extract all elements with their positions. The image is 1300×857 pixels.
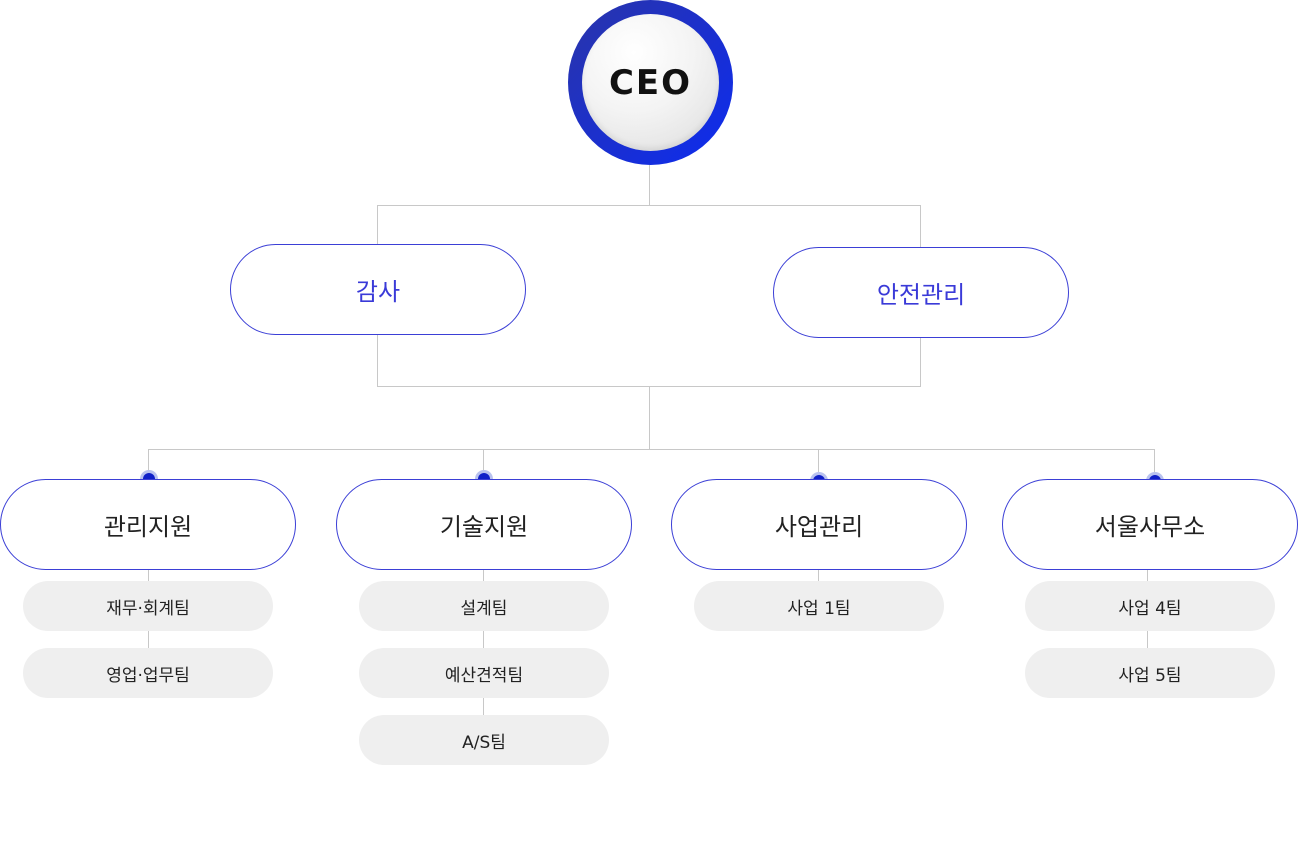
team-label: 재무·회계팀 — [106, 598, 190, 619]
team-finance-accounting: 재무·회계팀 — [23, 581, 273, 631]
dept-label: 기술지원 — [439, 513, 529, 541]
team-label: A/S팀 — [462, 732, 506, 753]
team-label: 예산견적팀 — [444, 665, 524, 686]
dept-seoul-office: 서울사무소 — [1002, 479, 1298, 570]
team-label: 사업 5팀 — [1118, 665, 1182, 686]
ceo-node: CEO — [568, 0, 733, 165]
connector-teams-3 — [818, 569, 819, 582]
connector-top-bar — [377, 205, 921, 206]
team-budget-estimate: 예산견적팀 — [359, 648, 609, 698]
connector-teams-2 — [483, 569, 484, 716]
ceo-inner-circle: CEO — [582, 14, 719, 151]
team-business-4: 사업 4팀 — [1025, 581, 1275, 631]
ceo-label: CEO — [608, 62, 693, 103]
dept-business-management: 사업관리 — [671, 479, 967, 570]
team-label: 설계팀 — [460, 598, 508, 619]
team-business-1: 사업 1팀 — [694, 581, 944, 631]
team-sales-operations: 영업·업무팀 — [23, 648, 273, 698]
team-label: 사업 1팀 — [787, 598, 851, 619]
dept-label: 서울사무소 — [1094, 513, 1206, 541]
team-business-5: 사업 5팀 — [1025, 648, 1275, 698]
unit-safety-label: 안전관리 — [876, 281, 966, 309]
connector-safety-down — [920, 337, 921, 386]
connector-dept-1 — [148, 449, 149, 480]
dept-management-support: 관리지원 — [0, 479, 296, 570]
dept-label: 사업관리 — [774, 513, 864, 541]
dept-technical-support: 기술지원 — [336, 479, 632, 570]
connector-dept-bar — [148, 449, 1155, 450]
connector-dept-3 — [818, 449, 819, 480]
dept-label: 관리지원 — [103, 513, 193, 541]
connector-to-audit — [377, 205, 378, 245]
connector-dept-2 — [483, 449, 484, 480]
connector-mid-down — [649, 386, 650, 449]
team-label: 사업 4팀 — [1118, 598, 1182, 619]
connector-audit-down — [377, 334, 378, 386]
unit-audit: 감사 — [230, 244, 526, 335]
team-label: 영업·업무팀 — [106, 665, 190, 686]
team-design: 설계팀 — [359, 581, 609, 631]
team-after-service: A/S팀 — [359, 715, 609, 765]
connector-to-safety — [920, 205, 921, 248]
unit-audit-label: 감사 — [355, 278, 401, 306]
connector-dept-4 — [1154, 449, 1155, 480]
unit-safety: 안전관리 — [773, 247, 1069, 338]
connector-ceo-down — [649, 165, 650, 205]
